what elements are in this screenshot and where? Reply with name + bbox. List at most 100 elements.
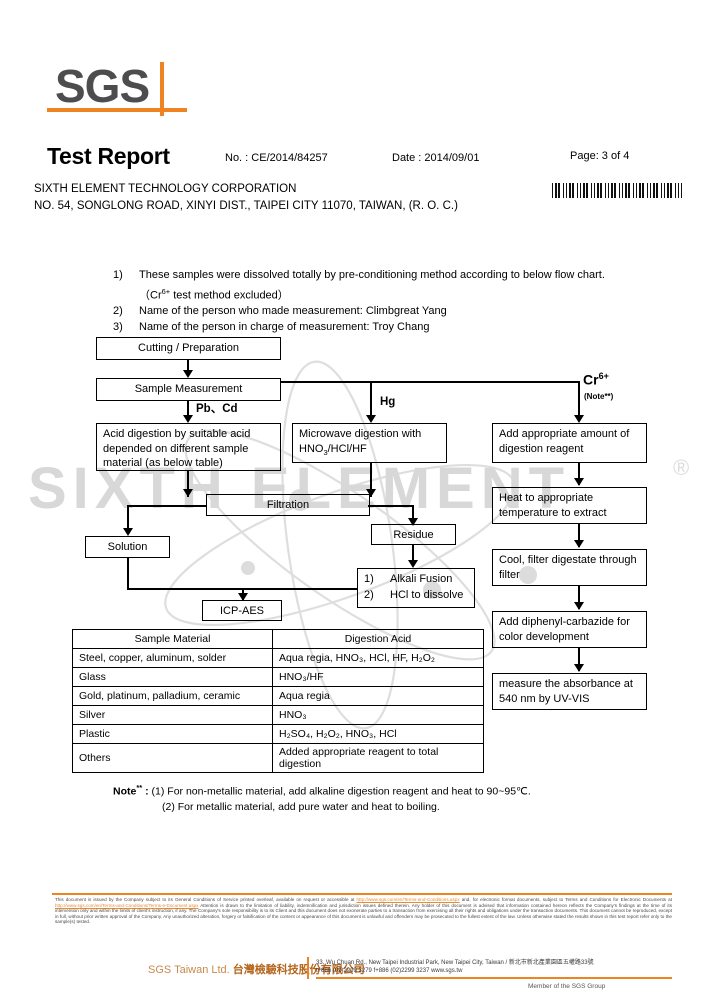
note-star-label: Note	[113, 785, 137, 798]
arrow-residue-to-alkali	[408, 560, 418, 568]
client-name: SIXTH ELEMENT TECHNOLOGY CORPORATION	[34, 183, 297, 195]
report-number: No. : CE/2014/84257	[225, 152, 328, 164]
table-row: Gold, platinum, palladium, ceramic Aqua …	[72, 686, 484, 706]
flow-box-microwave-line2-pre: HNO	[299, 442, 324, 455]
client-address: NO. 54, SONGLONG ROAD, XINYI DIST., TAIP…	[34, 200, 458, 212]
footer-separator	[307, 957, 309, 979]
connector-heat-to-cool	[578, 524, 580, 547]
alkali-item-1: 1) Alkali Fusion	[364, 571, 468, 587]
electronic-documents-link[interactable]: http://www.sgs.com/en/Terms-and-Conditio…	[55, 902, 199, 908]
flow-label-pb-cd: Pb、Cd	[196, 403, 238, 415]
flow-label-cr-text: Cr	[583, 371, 599, 388]
arrow-sample-to-acid	[183, 415, 193, 423]
arrow-reagent-to-heat	[574, 478, 584, 486]
arrow-acid-to-filtration	[183, 489, 193, 497]
flow-box-acid-digestion: Acid digestion by suitable acid depended…	[96, 423, 281, 471]
flow-box-alkali-fusion: 1) Alkali Fusion 2) HCl to dissolve	[357, 568, 475, 608]
note-star-colon: :	[142, 785, 152, 798]
sgs-logo-bar-vertical	[160, 62, 164, 116]
cell-acid: H₂SO₄, H₂O₂, HNO₃, HCl	[272, 724, 484, 744]
table-row: Glass HNO₃/HF	[72, 667, 484, 687]
flow-box-microwave-line1: Microwave digestion with	[299, 428, 422, 440]
table-header-row: Sample Material Digestion Acid	[72, 629, 484, 649]
connector-filtration-to-solution-v	[127, 505, 129, 533]
footer-company-en: SGS Taiwan Ltd.	[148, 964, 230, 976]
arrow-sample-to-reagent	[574, 415, 584, 423]
note-star-line1: Note** : (1) For non-metallic material, …	[113, 780, 531, 800]
note-2-number: 2)	[113, 304, 123, 317]
arrow-cool-to-diphenyl	[574, 602, 584, 610]
flow-box-sample-measurement: Sample Measurement	[96, 378, 281, 401]
cell-material: Others	[72, 743, 273, 773]
connector-sample-to-reagent	[578, 381, 580, 420]
connector-filtration-to-solution-h	[127, 505, 207, 507]
flow-box-filtration: Filtration	[206, 494, 370, 516]
note-star-line2: (2) For metallic material, add pure wate…	[162, 800, 440, 813]
note-3-text: Name of the person in charge of measurem…	[139, 320, 430, 333]
flow-box-residue: Residue	[371, 524, 456, 545]
footer-top-rule	[52, 893, 672, 895]
cell-material: Gold, platinum, palladium, ceramic	[72, 686, 273, 706]
note-2-text: Name of the person who made measurement:…	[139, 304, 447, 317]
flow-box-cutting-preparation: Cutting / Preparation	[96, 337, 281, 360]
connector-filtration-to-residue-h	[368, 505, 414, 507]
footer-address: 33, Wu Chuan Rd., New Taipei Industrial …	[316, 959, 594, 975]
barcode-image	[552, 183, 682, 198]
footer-address-line2: t+886 (02)2299 3279 f+886 (02)2299 3237 …	[316, 968, 463, 974]
legal-part-1: This document is issued by the Company s…	[55, 897, 357, 902]
digestion-acid-table: Sample Material Digestion Acid Steel, co…	[72, 629, 484, 773]
flow-box-solution: Solution	[85, 536, 170, 558]
sgs-logo-bar-horizontal	[47, 108, 187, 112]
note-1-sub-sup: 6+	[161, 287, 171, 296]
arrow-cutting-to-sample	[183, 370, 193, 378]
cell-material: Plastic	[72, 724, 273, 744]
cell-material: Silver	[72, 705, 273, 725]
flow-box-microwave-line2-post: /HCl/HF	[327, 442, 367, 455]
legal-part-2: and, for electronic format documents, su…	[459, 897, 673, 902]
page-indicator: Page: 3 of 4	[570, 150, 630, 162]
flow-label-cr-sup: 6+	[598, 371, 609, 381]
alkali-2-number: 2)	[364, 589, 374, 601]
arrow-diphenyl-to-absorbance	[574, 664, 584, 672]
cell-acid: Aqua regia, HNO₃, HCl, HF, H₂O₂	[272, 648, 484, 668]
sgs-logo: SGS	[55, 63, 175, 109]
flow-box-measure-absorbance: measure the absorbance at 540 nm by UV-V…	[492, 673, 647, 710]
footer-company: SGS Taiwan Ltd. 台灣檢驗科技股份有限公司	[148, 961, 365, 977]
flow-box-icp-aes: ICP-AES	[202, 600, 282, 621]
table-row: Silver HNO₃	[72, 705, 484, 725]
flow-box-heat-extract: Heat to appropriate temperature to extra…	[492, 487, 647, 524]
connector-cutting-to-sample	[187, 360, 189, 373]
cell-material: Steel, copper, aluminum, solder	[72, 648, 273, 668]
footer-member-text: Member of the SGS Group	[528, 983, 606, 990]
note-double-star: Note** : (1) For non-metallic material, …	[113, 780, 531, 815]
footer-legal-text: This document is issued by the Company s…	[55, 897, 672, 925]
cell-acid: Aqua regia	[272, 686, 484, 706]
alkali-2-text: HCl to dissolve	[390, 589, 464, 601]
note-item-2: 2) Name of the person who made measureme…	[113, 304, 633, 319]
arrow-heat-to-cool	[574, 540, 584, 548]
flow-label-cr-note: (Note**)	[584, 392, 614, 401]
arrow-sample-to-microwave	[366, 415, 376, 423]
footer-company-cn: 台灣檢驗科技股份有限公司	[232, 964, 365, 976]
note-1-number: 1)	[113, 269, 123, 281]
alkali-1-number: 1)	[364, 573, 374, 585]
table-header-sample-material: Sample Material	[72, 629, 273, 649]
table-row: Plastic H₂SO₄, H₂O₂, HNO₃, HCl	[72, 724, 484, 744]
flow-box-add-digestion-reagent: Add appropriate amount of digestion reag…	[492, 423, 647, 463]
cell-acid: Added appropriate reagent to total diges…	[272, 743, 484, 773]
table-row: Steel, copper, aluminum, solder Aqua reg…	[72, 648, 484, 668]
terms-and-conditions-link[interactable]: http://www.sgs.com/en/Terms-and-Conditio…	[356, 897, 460, 902]
flow-label-cr6: Cr6+	[583, 371, 609, 388]
note-1-sub-pre: （Cr	[139, 289, 162, 302]
cell-material: Glass	[72, 667, 273, 687]
note-item-1: 1) These samples were dissolved totally …	[113, 268, 633, 283]
flow-box-diphenyl-carbazide: Add diphenyl-carbazide for color develop…	[492, 611, 647, 648]
report-date: Date : 2014/09/01	[392, 152, 480, 164]
cell-acid: HNO₃	[272, 705, 484, 725]
page-title: Test Report	[47, 143, 170, 169]
connector-sample-to-acid	[187, 401, 189, 420]
footer-bottom-rule	[316, 977, 672, 979]
cell-acid: HNO₃/HF	[272, 667, 484, 687]
